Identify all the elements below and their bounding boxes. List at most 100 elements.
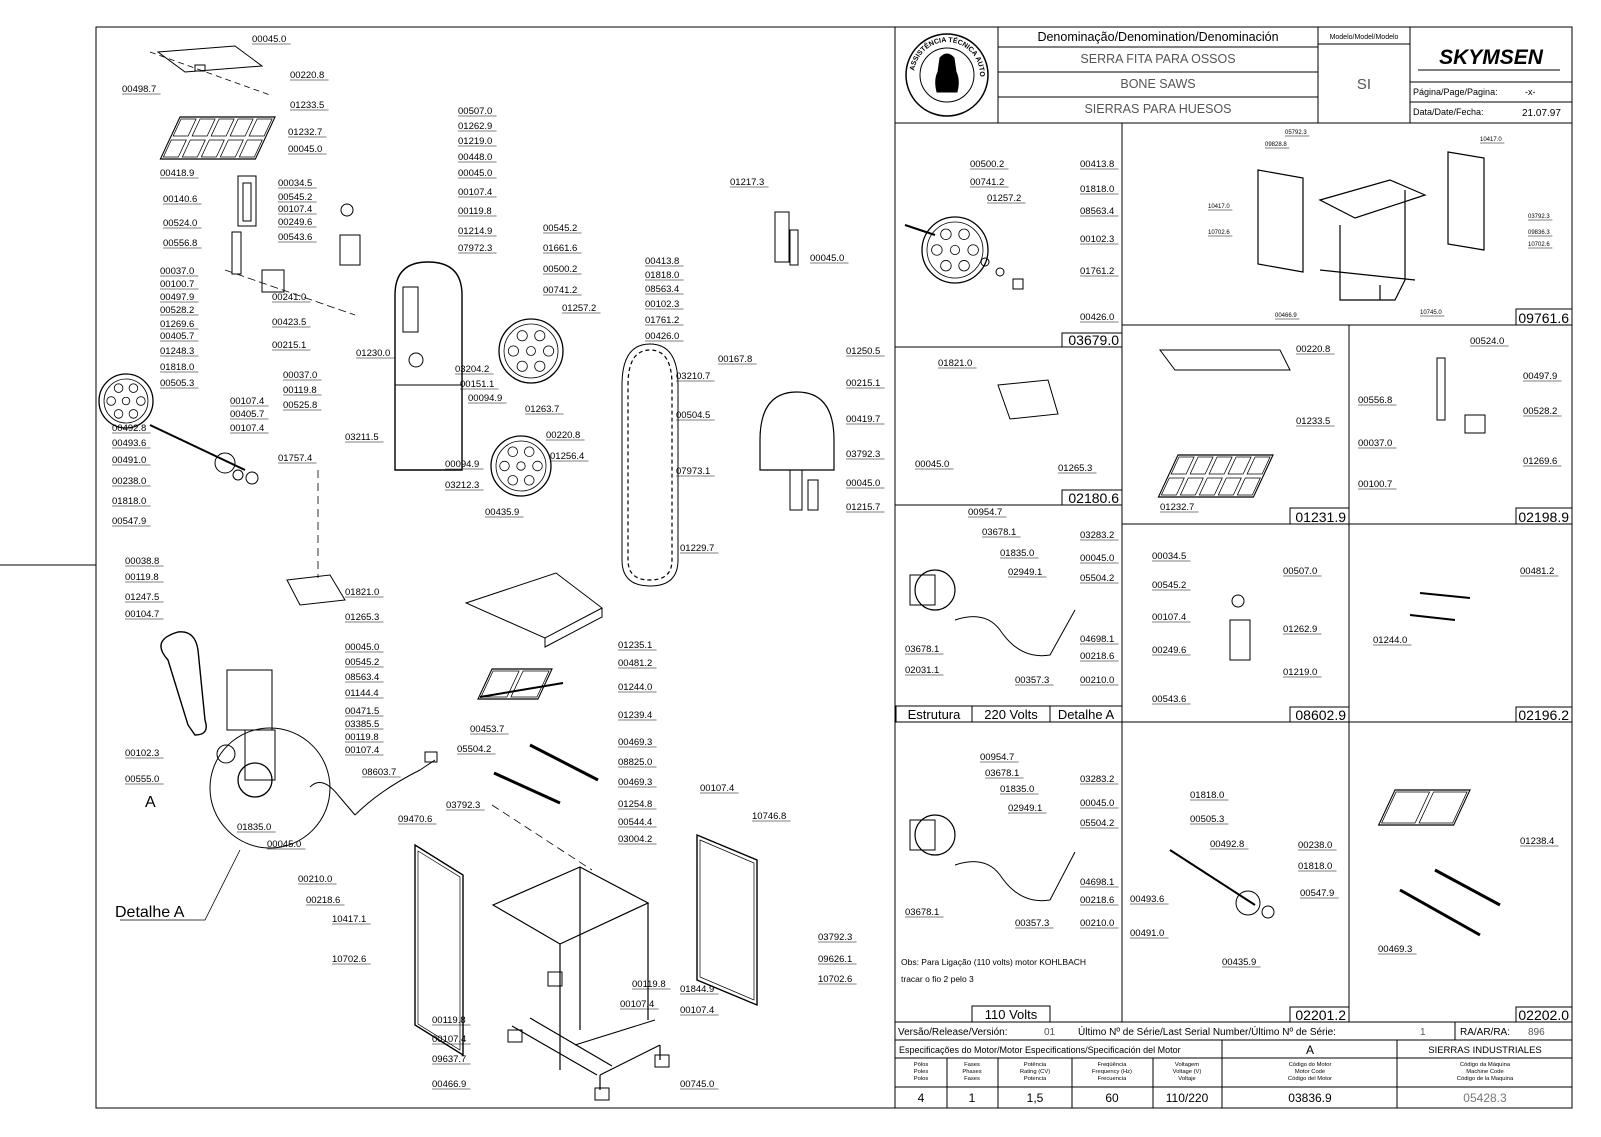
part-label: 00167.8	[718, 354, 752, 365]
panel-nut	[995, 267, 1005, 277]
detail-110-note-1: tracar o fio 2 pelo 3	[901, 974, 974, 984]
motor-pulley-hole	[113, 383, 124, 393]
part-label: 00528.2	[1523, 406, 1557, 417]
part-label: 00220.8	[1296, 344, 1330, 355]
panel-wheel-hole	[967, 244, 979, 256]
spec-header: Código da Máquina	[1460, 1062, 1511, 1068]
part-label: 01661.6	[543, 243, 577, 254]
part-label: 01757.4	[278, 453, 312, 464]
part-label: 01244.0	[1373, 635, 1407, 646]
part-label: 01254.8	[618, 799, 652, 810]
detail-title-box	[971, 1005, 1051, 1023]
sheet-border	[95, 26, 1573, 1109]
axis-dashed	[491, 804, 593, 871]
part-label: 00119.8	[458, 206, 492, 217]
part-label: 00497.9	[160, 292, 194, 303]
cable-plug	[424, 751, 438, 763]
part-label: 03792.3	[846, 449, 880, 460]
axis-dashed	[149, 51, 271, 96]
part-label: 00543.6	[1152, 694, 1186, 705]
part-label: 00405.7	[160, 331, 194, 342]
part-label: 01232.7	[1160, 502, 1194, 513]
part-label: 00107.4	[345, 745, 379, 756]
part-label: 02031.1	[905, 665, 939, 676]
part-label: 01230.0	[356, 348, 390, 359]
panel-shaft	[904, 224, 936, 236]
panel-code-box	[1515, 1006, 1573, 1023]
motor-spec-title: Especificações do Motor/Motor Especifica…	[899, 1045, 1181, 1055]
main-frame	[394, 261, 463, 471]
spec-header: Fases	[964, 1062, 980, 1068]
detail-title-box	[1049, 705, 1123, 723]
lower-wheel-hole	[524, 446, 535, 457]
panel-wiring-110	[954, 851, 1076, 902]
part-label: 03212.3	[445, 480, 479, 491]
motor-pulley-hole	[106, 396, 116, 406]
part-label: 03792.3	[818, 932, 852, 943]
part-label: 01250.5	[846, 346, 880, 357]
part-label: 10417.0	[1480, 137, 1502, 143]
part-label: 03792.3	[1528, 214, 1550, 220]
part-label: 01761.2	[645, 315, 679, 326]
part-label: 03385.5	[345, 719, 379, 730]
part-label: 00555.0	[125, 774, 159, 785]
part-label: 00405.7	[230, 409, 264, 420]
part-label: 00469.3	[1378, 944, 1412, 955]
machine-name-1: BONE SAWS	[1120, 77, 1195, 91]
part-label: 00218.6	[1080, 651, 1114, 662]
part-label: 00507.0	[1283, 566, 1317, 577]
panel-code-box	[1515, 308, 1573, 326]
part-label: 00471.5	[345, 706, 379, 717]
part-label: 00505.3	[1190, 814, 1224, 825]
spec-value-6: 05428.3	[1463, 1091, 1507, 1105]
part-label: 01818.0	[1080, 184, 1114, 195]
part-label: 03210.7	[676, 371, 710, 382]
part-label: 01233.5	[290, 100, 324, 111]
machine-name-2: SIERRAS PARA HUESOS	[1084, 102, 1231, 116]
spec-value-1: 1	[969, 1091, 976, 1105]
seal-figure	[935, 53, 959, 93]
part-label: 00545.2	[543, 223, 577, 234]
saw-blade-outer	[621, 343, 679, 587]
part-label: 01263.7	[525, 404, 559, 415]
panel-blade-cover	[997, 379, 1059, 420]
detail-220-title-1: 220 Volts	[984, 707, 1038, 722]
part-label: 01144.4	[345, 688, 379, 699]
part-label: 01821.0	[345, 587, 379, 598]
panel-knob	[1231, 594, 1245, 608]
part-label: 05504.2	[1080, 818, 1114, 829]
panel-plates	[1409, 592, 1471, 621]
panel-bearing	[1235, 890, 1261, 916]
part-label: 00210.0	[1080, 918, 1114, 929]
part-label: 03678.1	[982, 527, 1016, 538]
callout-a: A	[145, 794, 156, 811]
panel-code: 02180.6	[1068, 490, 1119, 506]
blade-guard-grill	[159, 116, 276, 160]
part-label: 00497.9	[1523, 371, 1557, 382]
left-door-inner	[417, 850, 461, 1051]
spec-header: Freqüência	[1097, 1062, 1127, 1068]
panel-wheel	[921, 216, 989, 284]
spec-header: Voltaje	[1178, 1076, 1195, 1082]
spec-header: Potência	[1024, 1062, 1047, 1068]
upper-rail	[529, 743, 599, 782]
upper-wheel-hole	[516, 360, 528, 372]
top-guard-plate	[156, 45, 264, 73]
part-label: 00528.2	[160, 305, 194, 316]
part-label: 00107.4	[458, 187, 492, 198]
part-label: 01215.7	[846, 502, 880, 513]
motor-pulley-hole	[136, 396, 146, 406]
panel-base	[1319, 269, 1416, 300]
right-door-inner	[699, 839, 755, 1001]
bearing-2	[232, 469, 244, 481]
panel-wheel-hub	[949, 244, 961, 256]
part-label: 00498.7	[122, 84, 156, 95]
part-label: 00100.7	[160, 279, 194, 290]
spec-value-2: 1,5	[1027, 1091, 1044, 1105]
panel-table-frame	[1377, 789, 1471, 826]
part-label: 00547.9	[112, 516, 146, 527]
detail-110-note-0: Obs: Para Ligação (110 volts) motor KOHL…	[901, 957, 1086, 967]
part-label: 01233.5	[1296, 416, 1330, 427]
brand-logo: SKYMSEN	[1439, 46, 1544, 69]
panel-code: 09761.6	[1518, 310, 1569, 326]
